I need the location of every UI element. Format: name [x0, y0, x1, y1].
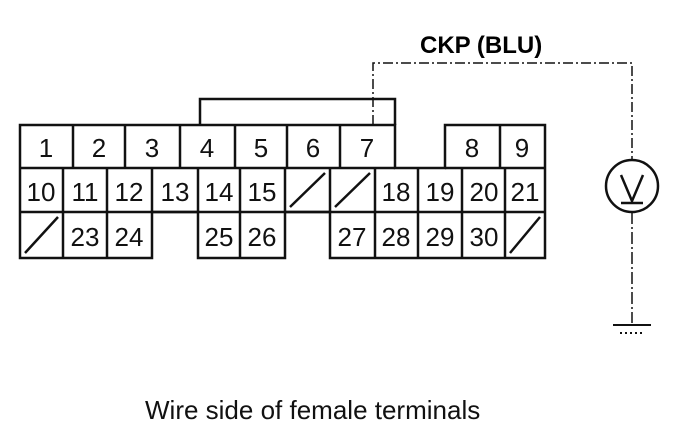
empty-terminal-slash [289, 172, 326, 208]
pin-1: 1 [39, 133, 53, 163]
pin-6: 6 [306, 133, 320, 163]
ground-icon [613, 324, 651, 334]
pin-28: 28 [382, 222, 411, 252]
voltmeter-icon [604, 158, 660, 214]
pin-27: 27 [338, 222, 367, 252]
pin-13: 13 [161, 177, 190, 207]
pin-25: 25 [205, 222, 234, 252]
probe-wire [372, 62, 633, 160]
empty-terminal-slash [509, 216, 541, 254]
pin-5: 5 [254, 133, 268, 163]
pin-20: 20 [470, 177, 499, 207]
pin-30: 30 [470, 222, 499, 252]
signal-label: CKP (BLU) [420, 32, 542, 59]
pin-10: 10 [27, 177, 56, 207]
pin-14: 14 [205, 177, 234, 207]
pin-4: 4 [200, 133, 214, 163]
pin-9: 9 [515, 133, 529, 163]
empty-terminal-slash [334, 172, 371, 208]
diagram-caption: Wire side of female terminals [145, 395, 480, 425]
pin-15: 15 [248, 177, 277, 207]
empty-terminal-slash [24, 216, 59, 254]
pin-11: 11 [72, 177, 99, 207]
pin-8: 8 [465, 133, 479, 163]
pin-29: 29 [426, 222, 455, 252]
pin-23: 23 [71, 222, 100, 252]
pin-26: 26 [248, 222, 277, 252]
pin-19: 19 [426, 177, 455, 207]
pin-24: 24 [115, 222, 144, 252]
connector-outline [18, 97, 547, 260]
pin-2: 2 [92, 133, 106, 163]
pin-12: 12 [115, 177, 144, 207]
pin-7: 7 [360, 133, 374, 163]
pin-18: 18 [382, 177, 411, 207]
pin-3: 3 [145, 133, 159, 163]
pin-21: 21 [511, 177, 540, 207]
